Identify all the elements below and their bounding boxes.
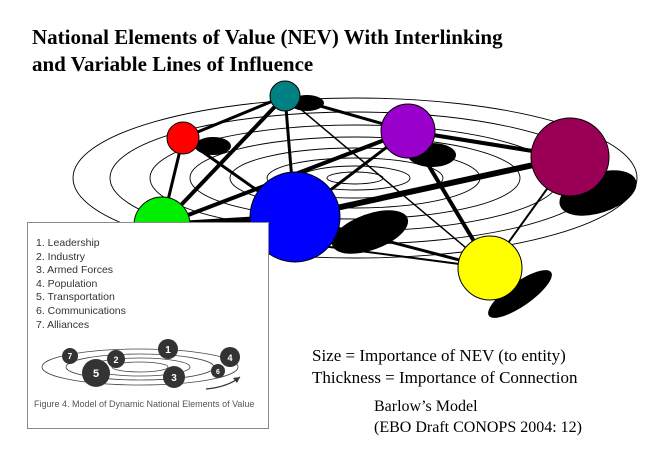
- mini-node: [163, 366, 185, 388]
- mini-node: [82, 359, 110, 387]
- mini-node-label: 6: [216, 369, 220, 376]
- slide-title: National Elements of Value (NEV) With In…: [32, 24, 632, 78]
- yellow-node: [457, 235, 523, 301]
- mini-node-label: 1: [165, 345, 171, 356]
- list-item: 4. Population: [36, 277, 98, 290]
- mini-node-label: 5: [93, 368, 99, 380]
- maroon-node: [530, 117, 610, 197]
- purple-node: [380, 103, 436, 159]
- thickness-note: Thickness = Importance of Connection: [312, 368, 578, 387]
- list-item: 2. Industry: [36, 250, 86, 263]
- list-item: 7. Alliances: [36, 318, 90, 331]
- list-item: 1. Leadership: [36, 237, 100, 249]
- red-node: [166, 121, 200, 155]
- list-item: 3. Armed Forces: [36, 264, 114, 277]
- mini-node: [62, 348, 78, 364]
- inset-figure: 1. Leadership 2. Industry 3. Armed Force…: [27, 222, 269, 429]
- teal-node: [269, 80, 301, 112]
- inset-caption: Figure 4. Model of Dynamic National Elem…: [34, 399, 255, 409]
- source-line-2: (EBO Draft CONOPS 2004: 12): [374, 419, 582, 436]
- mini-node-label: 2: [113, 355, 118, 365]
- yellow-node-shadow: [488, 270, 552, 318]
- legend-notes: Size = Importance of NEV (to entity) Thi…: [312, 345, 577, 389]
- connection-line: [292, 154, 573, 220]
- mini-node: [211, 364, 225, 378]
- mini-node-label: 7: [68, 352, 73, 361]
- source-citation: Barlow’s Model (EBO Draft CONOPS 2004: 1…: [374, 396, 582, 438]
- mini-node-label: 3: [171, 373, 177, 384]
- title-line-1: National Elements of Value (NEV) With In…: [32, 25, 503, 49]
- source-line-1: Barlow’s Model: [374, 398, 478, 415]
- title-line-2: and Variable Lines of Influence: [32, 52, 314, 76]
- list-item: 5. Transportation: [36, 291, 115, 304]
- ring-1: [72, 97, 638, 259]
- mini-node: [107, 350, 125, 368]
- nev-legend-list: 1. Leadership 2. Industry 3. Armed Force…: [36, 237, 126, 332]
- nodes: [133, 80, 610, 301]
- blue-node: [249, 171, 341, 263]
- red-node-shadow: [195, 137, 231, 155]
- mini-node: [220, 347, 240, 367]
- mini-node: [158, 339, 178, 359]
- connection-line: [284, 95, 491, 269]
- arrowhead-icon: [233, 377, 240, 383]
- ring-8: [326, 171, 384, 185]
- size-note: Size = Importance of NEV (to entity): [312, 346, 566, 365]
- ring-6: [266, 157, 444, 199]
- connection-line: [160, 94, 287, 227]
- connection-line: [181, 94, 287, 140]
- mini-rings-diagram: 1 2 3 4 5 6 7: [41, 339, 241, 390]
- list-item: 6. Communications: [36, 304, 126, 317]
- mini-node-label: 4: [227, 353, 232, 363]
